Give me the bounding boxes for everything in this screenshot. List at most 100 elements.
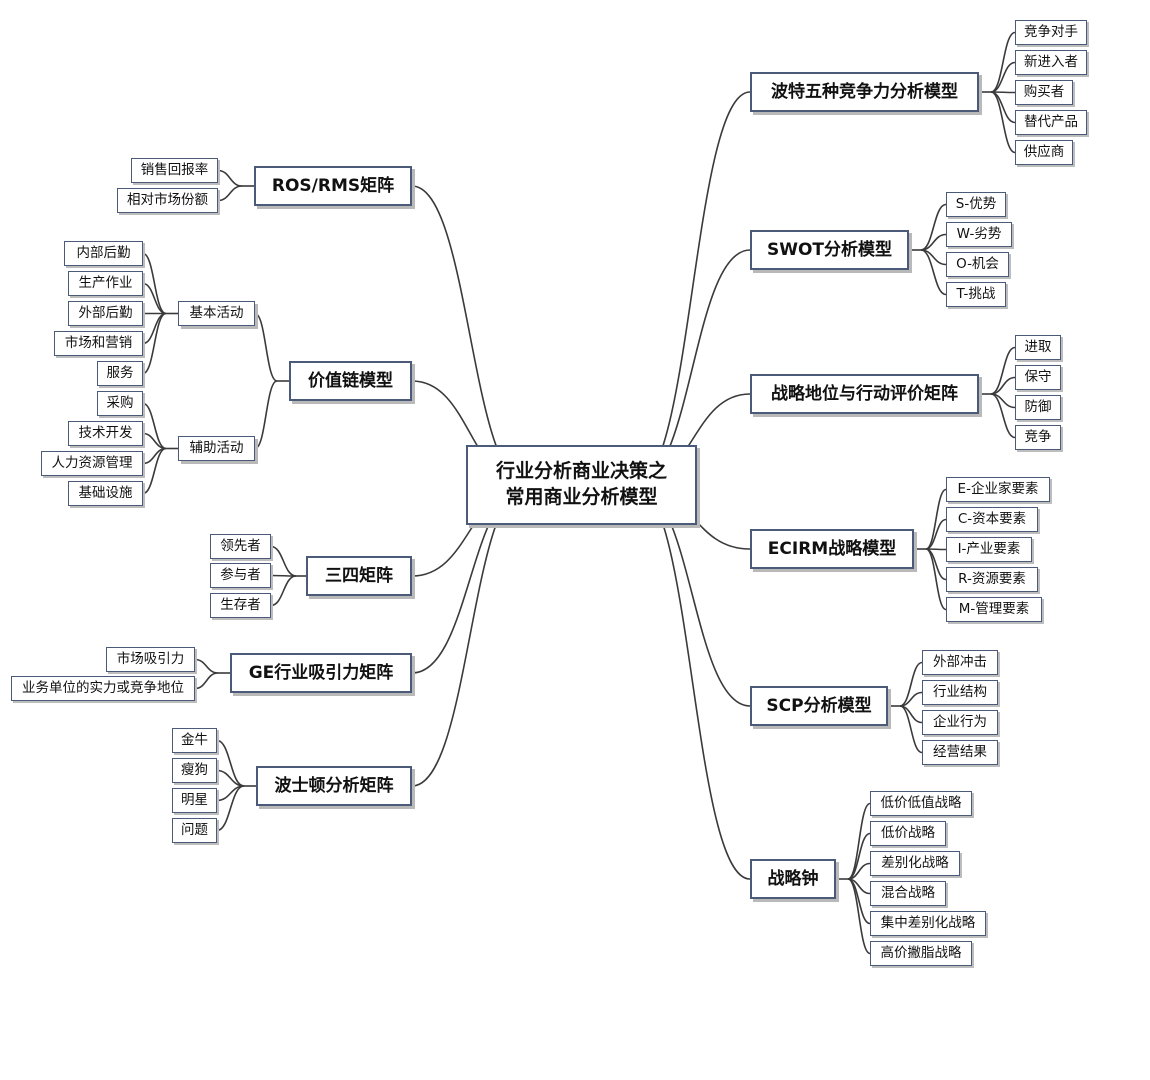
branch-ros-rms: ROS/RMS矩阵 — [254, 166, 412, 206]
branch-strategy-clock: 战略钟 — [750, 859, 836, 899]
leaf-performance-link — [899, 705, 923, 754]
leaf-procurement: 采购 — [97, 391, 143, 416]
branch-swot: SWOT分析模型 — [750, 230, 909, 270]
leaf-industry: I-产业要素 — [946, 537, 1032, 562]
leaf-infrastructure-link — [142, 447, 167, 495]
leaf-entrepreneur: E-企业家要素 — [946, 477, 1050, 502]
leaf-strengths-link — [920, 203, 947, 251]
leaf-competitors: 竞争对手 — [1015, 20, 1087, 45]
leaf-low-price-low-value: 低价低值战略 — [870, 791, 972, 816]
leaf-participant-link — [270, 574, 297, 577]
leaf-outbound-logistics: 外部后勤 — [68, 301, 143, 326]
leaf-competitors-link — [990, 31, 1016, 93]
branch-scp: SCP分析模型 — [750, 686, 888, 726]
leaf-market-attractiveness: 市场吸引力 — [106, 647, 195, 672]
leaf-leader-link — [270, 545, 297, 577]
leaf-cash-cow: 金牛 — [172, 728, 217, 753]
leaf-star: 明星 — [172, 788, 217, 813]
leaf-market-attractiveness-link — [194, 658, 219, 674]
leaf-management: M-管理要素 — [946, 597, 1042, 622]
leaf-aggressive-link — [990, 346, 1016, 395]
leaf-survivor: 生存者 — [210, 593, 271, 618]
leaf-hr-management: 人力资源管理 — [41, 451, 143, 476]
leaf-management-link — [925, 548, 947, 611]
root-title-line-2: 常用商业分析模型 — [505, 486, 658, 508]
leaf-new-entrants: 新进入者 — [1015, 50, 1087, 75]
leaf-low-price-link — [847, 832, 871, 880]
branch-porter-five-forces: 波特五种竞争力分析模型 — [750, 72, 979, 112]
leaf-competitive-link — [990, 393, 1016, 439]
branch-ecirm: ECIRM战略模型 — [750, 529, 914, 569]
leaf-substitutes-link — [990, 91, 1016, 124]
leaf-differentiation: 差别化战略 — [870, 851, 960, 876]
leaf-aggressive: 进取 — [1015, 335, 1061, 360]
leaf-strengths: S-优势 — [946, 192, 1006, 217]
leaf-tech-development: 技术开发 — [68, 421, 143, 446]
leaf-buyers: 购买者 — [1015, 80, 1073, 105]
group-support-activities: 辅助活动 — [178, 436, 255, 461]
leaf-marketing-sales: 市场和营销 — [54, 331, 143, 356]
leaf-entrepreneur-link — [925, 488, 947, 550]
leaf-weaknesses: W-劣势 — [946, 222, 1012, 247]
group-primary-activities-link — [254, 312, 278, 382]
leaf-threats-link — [920, 249, 947, 296]
branch-value-chain: 价值链模型 — [289, 361, 412, 401]
leaf-suppliers: 供应商 — [1015, 140, 1073, 165]
root-title-line-1: 行业分析商业决策之 — [495, 460, 667, 483]
group-primary-activities: 基本活动 — [178, 301, 255, 326]
leaf-service-link — [142, 312, 167, 375]
branch-porter-five-forces-to-root — [634, 91, 751, 486]
leaf-question-mark: 问题 — [172, 818, 217, 843]
leaf-business-strength: 业务单位的实力或竞争地位 — [11, 676, 195, 701]
leaf-dog: 瘦狗 — [172, 758, 217, 783]
leaf-premium-skimming-link — [847, 878, 871, 955]
leaf-defensive: 防御 — [1015, 395, 1061, 420]
leaf-operations-link — [142, 282, 167, 315]
leaf-threats: T-挑战 — [946, 282, 1006, 307]
leaf-substitutes: 替代产品 — [1015, 110, 1087, 135]
leaf-inbound-logistics-link — [142, 252, 167, 315]
branch-boston-matrix: 波士顿分析矩阵 — [256, 766, 412, 806]
leaf-participant: 参与者 — [210, 563, 271, 588]
branch-strategy-clock-to-root — [634, 484, 751, 880]
leaf-infrastructure: 基础设施 — [68, 481, 143, 506]
leaf-hybrid: 混合战略 — [870, 881, 946, 906]
leaf-rms-link — [217, 185, 243, 202]
leaf-question-mark-link — [216, 785, 245, 832]
leaf-firm-conduct: 企业行为 — [922, 710, 998, 735]
leaf-leader: 领先者 — [210, 534, 271, 559]
branch-three-four-matrix: 三四矩阵 — [306, 556, 412, 596]
leaf-ros-link — [217, 169, 243, 187]
leaf-capital-link — [925, 518, 947, 550]
leaf-external-shocks-link — [899, 661, 923, 707]
leaf-low-price-low-value-link — [847, 802, 871, 880]
branch-ge-matrix: GE行业吸引力矩阵 — [230, 653, 412, 693]
leaf-survivor-link — [270, 575, 297, 607]
leaf-focused-differentiation: 集中差别化战略 — [870, 911, 986, 936]
group-support-activities-link — [254, 380, 278, 450]
leaf-external-shocks: 外部冲击 — [922, 650, 998, 675]
leaf-competitive: 竞争 — [1015, 425, 1061, 450]
leaf-operations: 生产作业 — [68, 271, 143, 296]
leaf-opportunities: O-机会 — [946, 252, 1009, 277]
leaf-procurement-link — [142, 402, 167, 450]
leaf-rms: 相对市场份额 — [117, 188, 218, 213]
branch-space-matrix: 战略地位与行动评价矩阵 — [750, 374, 979, 414]
leaf-resources: R-资源要素 — [946, 567, 1038, 592]
root-node: 行业分析商业决策之 常用商业分析模型 — [466, 445, 697, 525]
leaf-ros: 销售回报率 — [131, 158, 218, 183]
branch-ros-rms-to-root — [411, 185, 529, 486]
leaf-industry-structure: 行业结构 — [922, 680, 998, 705]
leaf-suppliers-link — [990, 91, 1016, 154]
leaf-premium-skimming: 高价撇脂战略 — [870, 941, 972, 966]
leaf-capital: C-资本要素 — [946, 507, 1038, 532]
leaf-new-entrants-link — [990, 61, 1016, 93]
leaf-low-price: 低价战略 — [870, 821, 946, 846]
leaf-cash-cow-link — [216, 739, 245, 787]
leaf-service: 服务 — [97, 361, 143, 386]
leaf-inbound-logistics: 内部后勤 — [64, 241, 143, 266]
leaf-conservative: 保守 — [1015, 365, 1061, 390]
leaf-business-strength-link — [194, 672, 219, 690]
leaf-marketing-sales-link — [142, 312, 167, 345]
leaf-performance: 经营结果 — [922, 740, 998, 765]
